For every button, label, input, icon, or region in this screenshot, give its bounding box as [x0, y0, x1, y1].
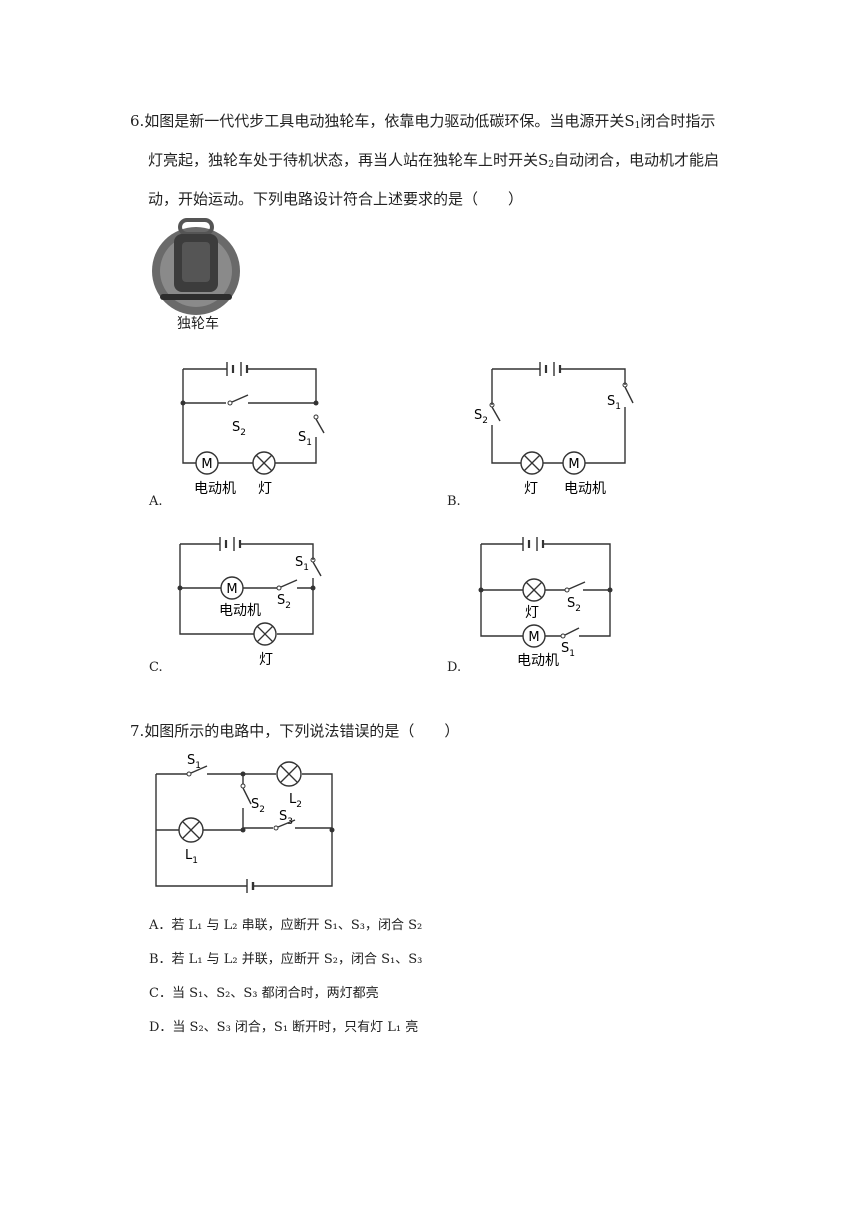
- q7-option-c: C．当 S₁、S₂、S₃ 都闭合时，两灯都亮: [149, 986, 379, 1001]
- label-motor: 电动机: [194, 481, 236, 497]
- q7-option-a: A．若 L₁ 与 L₂ 串联，应断开 S₁、S₃，闭合 S₂: [149, 918, 423, 933]
- q6-line-3: 动，开始运动。下列电路设计符合上述要求的是（ ）: [148, 190, 524, 208]
- label-l2: L2: [289, 792, 302, 810]
- svg-text:M: M: [201, 457, 212, 472]
- option-b-label: B.: [447, 494, 461, 509]
- label-lamp: 灯: [258, 481, 272, 497]
- option-a-label: A.: [149, 494, 163, 509]
- label-lamp: 灯: [259, 652, 273, 668]
- circuit-q7: S1 S2 S3 L2 L1: [155, 753, 335, 893]
- label-lamp: 灯: [525, 605, 539, 621]
- label-s1: S1: [607, 394, 621, 412]
- q7-option-d: D．当 S₂、S₃ 闭合，S₁ 断开时，只有灯 L₁ 亮: [149, 1020, 419, 1035]
- label-motor: 电动机: [564, 481, 606, 497]
- circuit-d: M 灯 S2 S1 电动机: [478, 537, 613, 669]
- label-s1: S1: [187, 753, 201, 771]
- unicycle-image: 独轮车: [152, 218, 240, 332]
- q6-line-2: 灯亮起，独轮车处于待机状态，再当人站在独轮车上时开关S2自动闭合，电动机才能启: [148, 151, 720, 170]
- option-d-label: D.: [447, 660, 462, 675]
- svg-text:M: M: [568, 457, 579, 472]
- svg-text:M: M: [226, 582, 237, 597]
- label-s2: S2: [251, 797, 265, 815]
- circuit-b: M S2 S1 灯 电动机: [474, 362, 634, 497]
- label-s1: S1: [295, 555, 309, 573]
- question-6-stem: 6.如图是新一代代步工具电动独轮车，依靠电力驱动低碳环保。当电源开关S1闭合时指…: [130, 104, 740, 216]
- circuit-c: M S1 S2 电动机 灯: [177, 537, 322, 668]
- label-motor: 电动机: [517, 653, 559, 669]
- label-s1: S1: [298, 430, 312, 448]
- q7-option-b: B．若 L₁ 与 L₂ 并联，应断开 S₂，闭合 S₁、S₃: [149, 952, 423, 967]
- label-s2: S2: [567, 596, 581, 614]
- unicycle-caption: 独轮车: [177, 315, 219, 332]
- question-7-stem: 7.如图所示的电路中，下列说法错误的是（ ）: [130, 722, 460, 740]
- label-s1: S1: [561, 641, 575, 659]
- label-s2: S2: [277, 593, 291, 611]
- svg-text:M: M: [528, 630, 539, 645]
- circuit-a: M S2 S1 电动机 灯: [180, 362, 325, 497]
- q6-line-1: 6.如图是新一代代步工具电动独轮车，依靠电力驱动低碳环保。当电源开关S1闭合时指…: [130, 112, 716, 131]
- option-c-label: C.: [149, 660, 163, 675]
- label-l1: L1: [185, 848, 198, 866]
- label-lamp: 灯: [524, 481, 538, 497]
- label-motor: 电动机: [219, 603, 261, 619]
- label-s2: S2: [474, 408, 488, 426]
- label-s2: S2: [232, 420, 246, 438]
- label-s3: S3: [279, 809, 293, 827]
